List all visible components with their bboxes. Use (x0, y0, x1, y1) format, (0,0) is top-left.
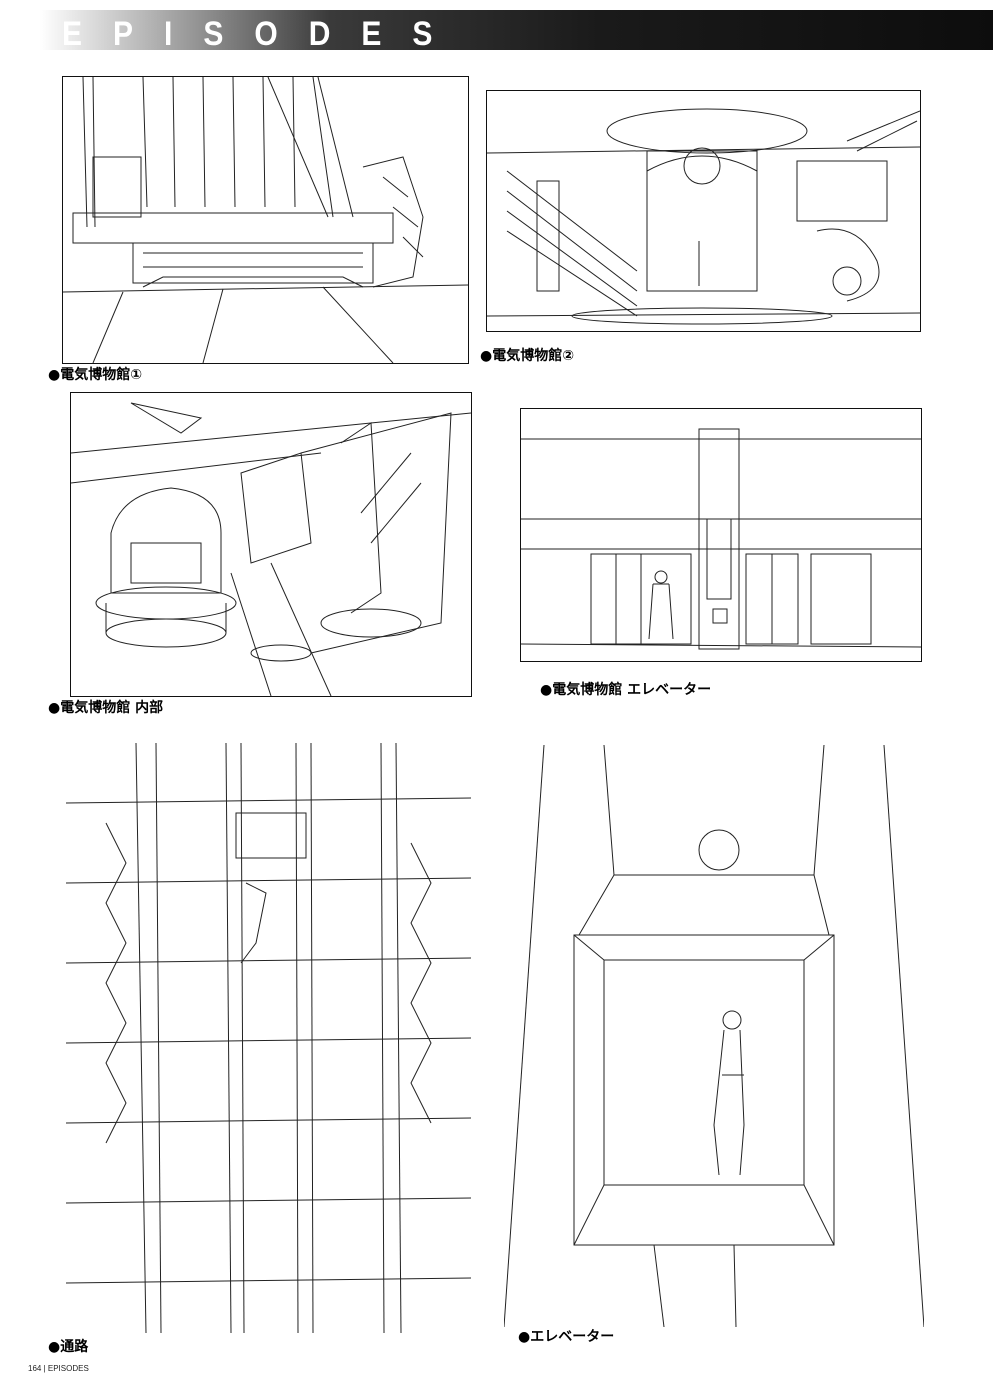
sketch-museum-exterior (62, 76, 469, 364)
caption-elevator: ●エレベーター (518, 1329, 615, 1345)
sketch-passage (66, 743, 471, 1333)
caption-museum-elevator: ●電気博物館 エレベーター (540, 682, 712, 698)
caption-museum-1: ●電気博物館① (48, 367, 143, 383)
sketch-museum-elevator (520, 408, 922, 662)
sketch-museum-entrance (486, 90, 921, 332)
header-bar: EPISODES (0, 10, 993, 53)
sketch-elevator (504, 745, 924, 1327)
section-title: EPISODES (62, 15, 464, 53)
caption-passage: ●通路 (48, 1339, 89, 1355)
page-footer: 164 | EPISODES (28, 1364, 89, 1373)
caption-museum-interior: ●電気博物館 内部 (48, 700, 164, 716)
caption-museum-2: ●電気博物館② (480, 348, 575, 364)
sketch-museum-interior (70, 392, 472, 697)
